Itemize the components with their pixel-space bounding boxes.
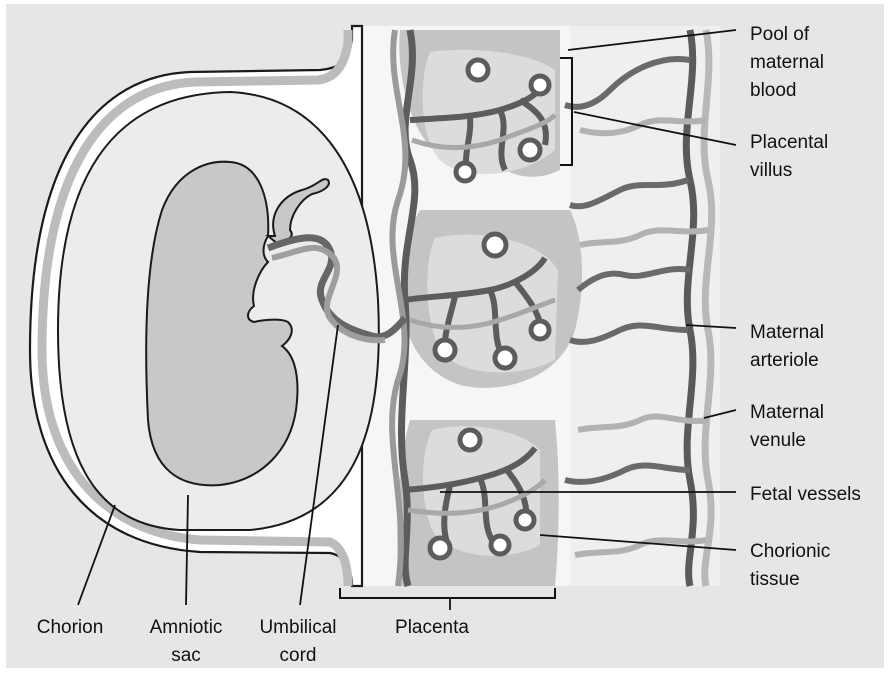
label-placenta: Placenta xyxy=(395,617,469,638)
label-maternal-arteriole-1: Maternal xyxy=(750,322,824,343)
label-chorionic-tissue-1: Chorionic xyxy=(750,541,830,562)
label-placental-villus-1: Placental xyxy=(750,132,828,153)
label-chorion: Chorion xyxy=(37,617,104,638)
label-maternal-venule-2: venule xyxy=(750,430,806,451)
label-amniotic-sac-1: Amniotic xyxy=(150,617,223,638)
label-umbilical-cord-2: cord xyxy=(280,645,317,666)
label-pool-of-maternal-blood-2: maternal xyxy=(750,52,824,73)
label-pool-of-maternal-blood-1: Pool of xyxy=(750,24,810,45)
label-placental-villus-2: villus xyxy=(750,160,792,181)
uterine-wall xyxy=(570,26,720,586)
label-maternal-arteriole-2: arteriole xyxy=(750,350,819,371)
label-chorionic-tissue-2: tissue xyxy=(750,569,800,590)
label-maternal-venule-1: Maternal xyxy=(750,402,824,423)
label-amniotic-sac-2: sac xyxy=(171,645,201,666)
label-pool-of-maternal-blood-3: blood xyxy=(750,80,797,101)
label-umbilical-cord-1: Umbilical xyxy=(259,617,336,638)
label-fetal-vessels: Fetal vessels xyxy=(750,484,861,505)
